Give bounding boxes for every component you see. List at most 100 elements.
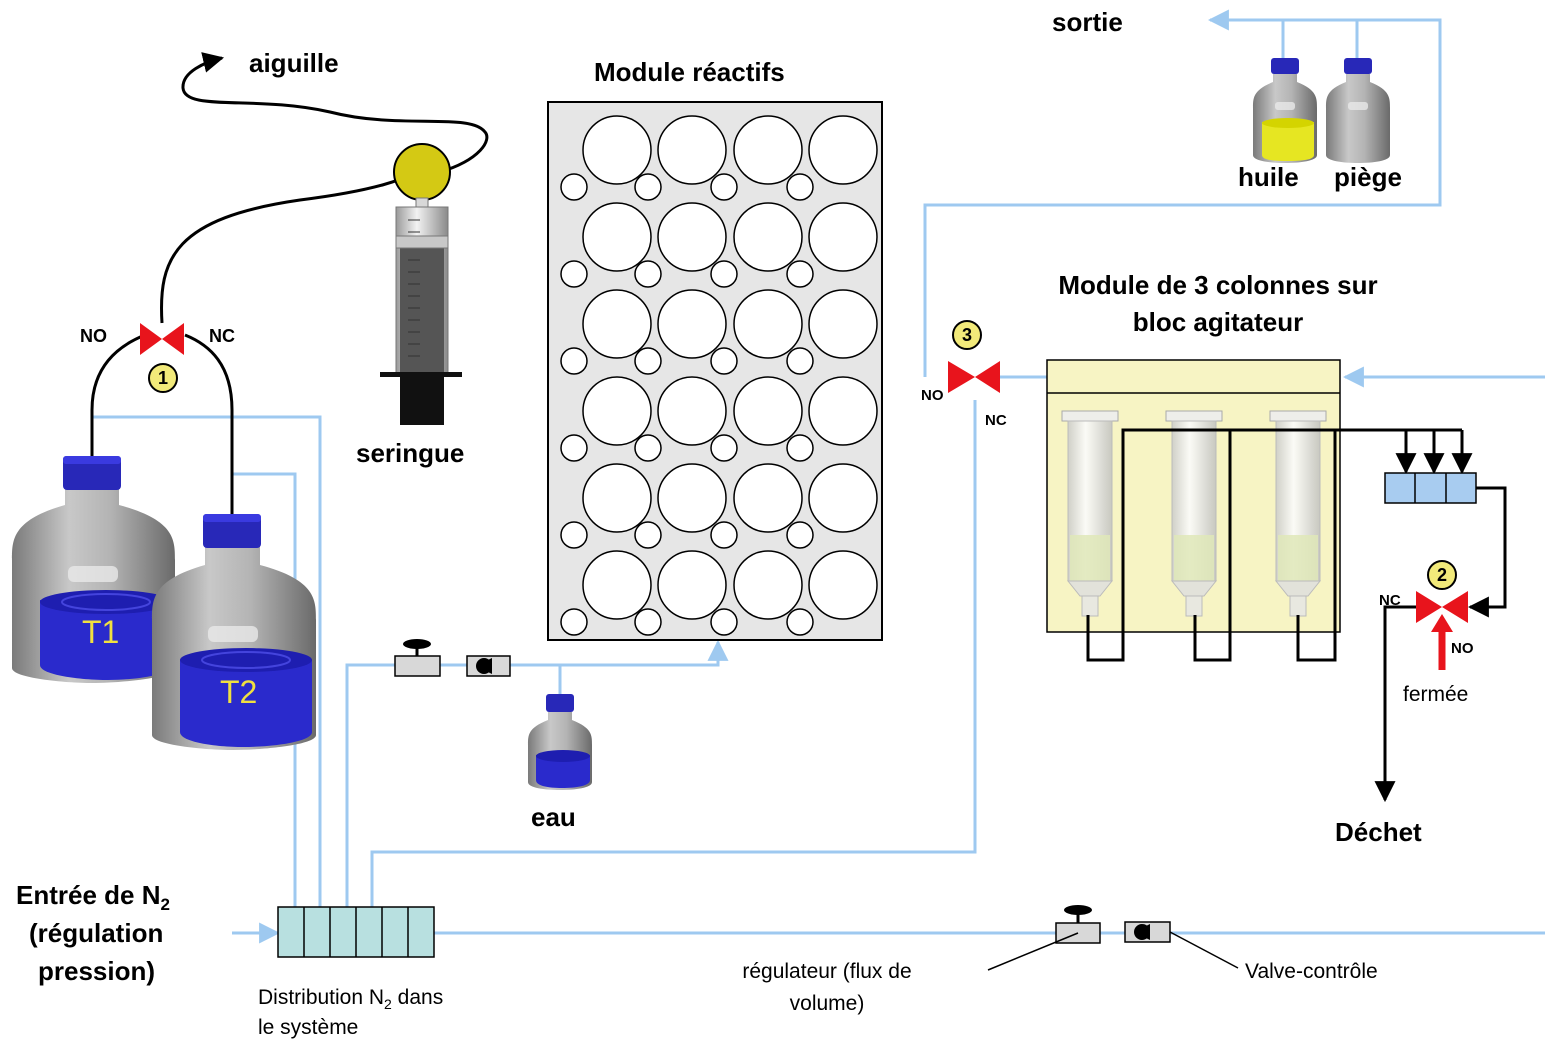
gas-line-valve3	[370, 400, 977, 907]
label-eau: eau	[531, 802, 576, 832]
reagent-well-small	[786, 173, 814, 201]
reagent-well-small	[560, 347, 588, 375]
label-sortie: sortie	[1052, 7, 1123, 37]
label-tank-t1: T1	[82, 614, 120, 650]
reagent-well-small	[560, 608, 588, 636]
label-regulateur-line1: régulateur (flux de	[742, 960, 912, 983]
label-huile: huile	[1238, 162, 1299, 192]
label-piege: piège	[1334, 162, 1402, 192]
reagent-well-large	[582, 463, 652, 533]
label-fermee: fermée	[1403, 683, 1469, 706]
reagent-well-large	[582, 550, 652, 620]
reagent-well-small	[710, 347, 738, 375]
columns	[1061, 410, 1327, 617]
reagent-well-large	[733, 550, 803, 620]
valve-3-number-badge: 3	[952, 320, 982, 350]
reagent-well-large	[582, 289, 652, 359]
reagent-well-small	[560, 260, 588, 288]
valve-1-number-badge: 1	[148, 363, 178, 393]
reagent-well-small	[786, 521, 814, 549]
column-2	[1165, 410, 1223, 617]
reagent-well-large	[657, 463, 727, 533]
gas-lines	[92, 9, 1545, 944]
n2-manifold	[277, 906, 435, 958]
trap-bottle	[1326, 58, 1390, 163]
valve-2-number-badge: 2	[1427, 560, 1457, 590]
gas-line-t1	[92, 415, 322, 907]
reagent-well-large	[808, 463, 878, 533]
oil-bottle	[1253, 58, 1317, 163]
reagent-well-small	[710, 434, 738, 462]
reagent-well-large	[733, 115, 803, 185]
reagent-well-large	[657, 289, 727, 359]
column-manifold	[1384, 472, 1477, 504]
label-entree-line1: Entrée de N2	[16, 880, 170, 915]
label-aiguille: aiguille	[249, 48, 339, 78]
water-bottle	[528, 694, 592, 790]
reagent-well-small	[634, 521, 662, 549]
reagent-well-large	[582, 115, 652, 185]
reagent-well-small	[634, 260, 662, 288]
reagent-well-small	[786, 260, 814, 288]
reagent-well-small	[786, 608, 814, 636]
label-valve1-nc: NC	[209, 326, 235, 346]
reagent-well-small	[634, 434, 662, 462]
reagent-well-small	[634, 347, 662, 375]
reagent-well-small	[710, 608, 738, 636]
water-regulator[interactable]	[394, 639, 441, 677]
label-module-reactifs: Module réactifs	[594, 57, 785, 87]
reagent-module	[547, 101, 883, 641]
main-check-valve[interactable]	[1124, 921, 1239, 969]
reagent-well-large	[808, 115, 878, 185]
reagent-well-small	[560, 173, 588, 201]
label-module-colonnes-line2: bloc agitateur	[1132, 307, 1304, 337]
label-entree-line3: pression)	[38, 956, 156, 986]
reagent-well-large	[582, 376, 652, 446]
label-regulateur-line2: volume)	[789, 992, 865, 1015]
reagent-well-small	[634, 608, 662, 636]
gas-line-water	[345, 663, 395, 907]
reagent-well-large	[657, 550, 727, 620]
reagent-well-small	[560, 434, 588, 462]
reagent-well-small	[710, 173, 738, 201]
valve-1[interactable]	[140, 323, 184, 355]
column-1	[1061, 410, 1119, 617]
water-check-valve[interactable]	[466, 655, 511, 677]
label-valve1-no: NO	[80, 326, 107, 346]
reagent-well-small	[786, 434, 814, 462]
syringe	[380, 143, 462, 425]
reagent-well-large	[582, 202, 652, 272]
gas-line-t2	[232, 472, 297, 907]
label-entree-line2: (régulation	[29, 918, 164, 948]
valve-2[interactable]	[1416, 591, 1468, 670]
label-valve2-no: NO	[1451, 640, 1474, 657]
reagent-well-small	[786, 347, 814, 375]
reagent-well-large	[808, 289, 878, 359]
reagent-well-large	[808, 202, 878, 272]
tank-t1	[12, 456, 175, 683]
reagent-well-large	[657, 376, 727, 446]
reagent-well-large	[657, 115, 727, 185]
label-valve-controle: Valve-contrôle	[1245, 960, 1378, 983]
reagent-well-small	[634, 173, 662, 201]
column-outlet-tubing	[1086, 428, 1507, 803]
tank-t2	[152, 514, 316, 750]
reagent-well-large	[808, 550, 878, 620]
reagent-well-small	[560, 521, 588, 549]
label-valve2-nc: NC	[1379, 592, 1401, 609]
reagent-well-large	[657, 202, 727, 272]
gas-line-to-trap	[923, 9, 1442, 377]
label-tank-t2: T2	[220, 674, 258, 710]
gas-line-to-reagents	[560, 639, 729, 667]
main-regulator[interactable]	[987, 905, 1101, 971]
reagent-well-small	[710, 521, 738, 549]
valve-3[interactable]	[948, 361, 1000, 393]
label-dechet: Déchet	[1335, 817, 1422, 847]
label-distribution-line1: Distribution N2 dans	[258, 986, 444, 1013]
label-seringue: seringue	[356, 438, 465, 468]
reagent-well-small	[710, 260, 738, 288]
reagent-well-large	[733, 289, 803, 359]
label-distribution-line2: le système	[258, 1016, 359, 1039]
